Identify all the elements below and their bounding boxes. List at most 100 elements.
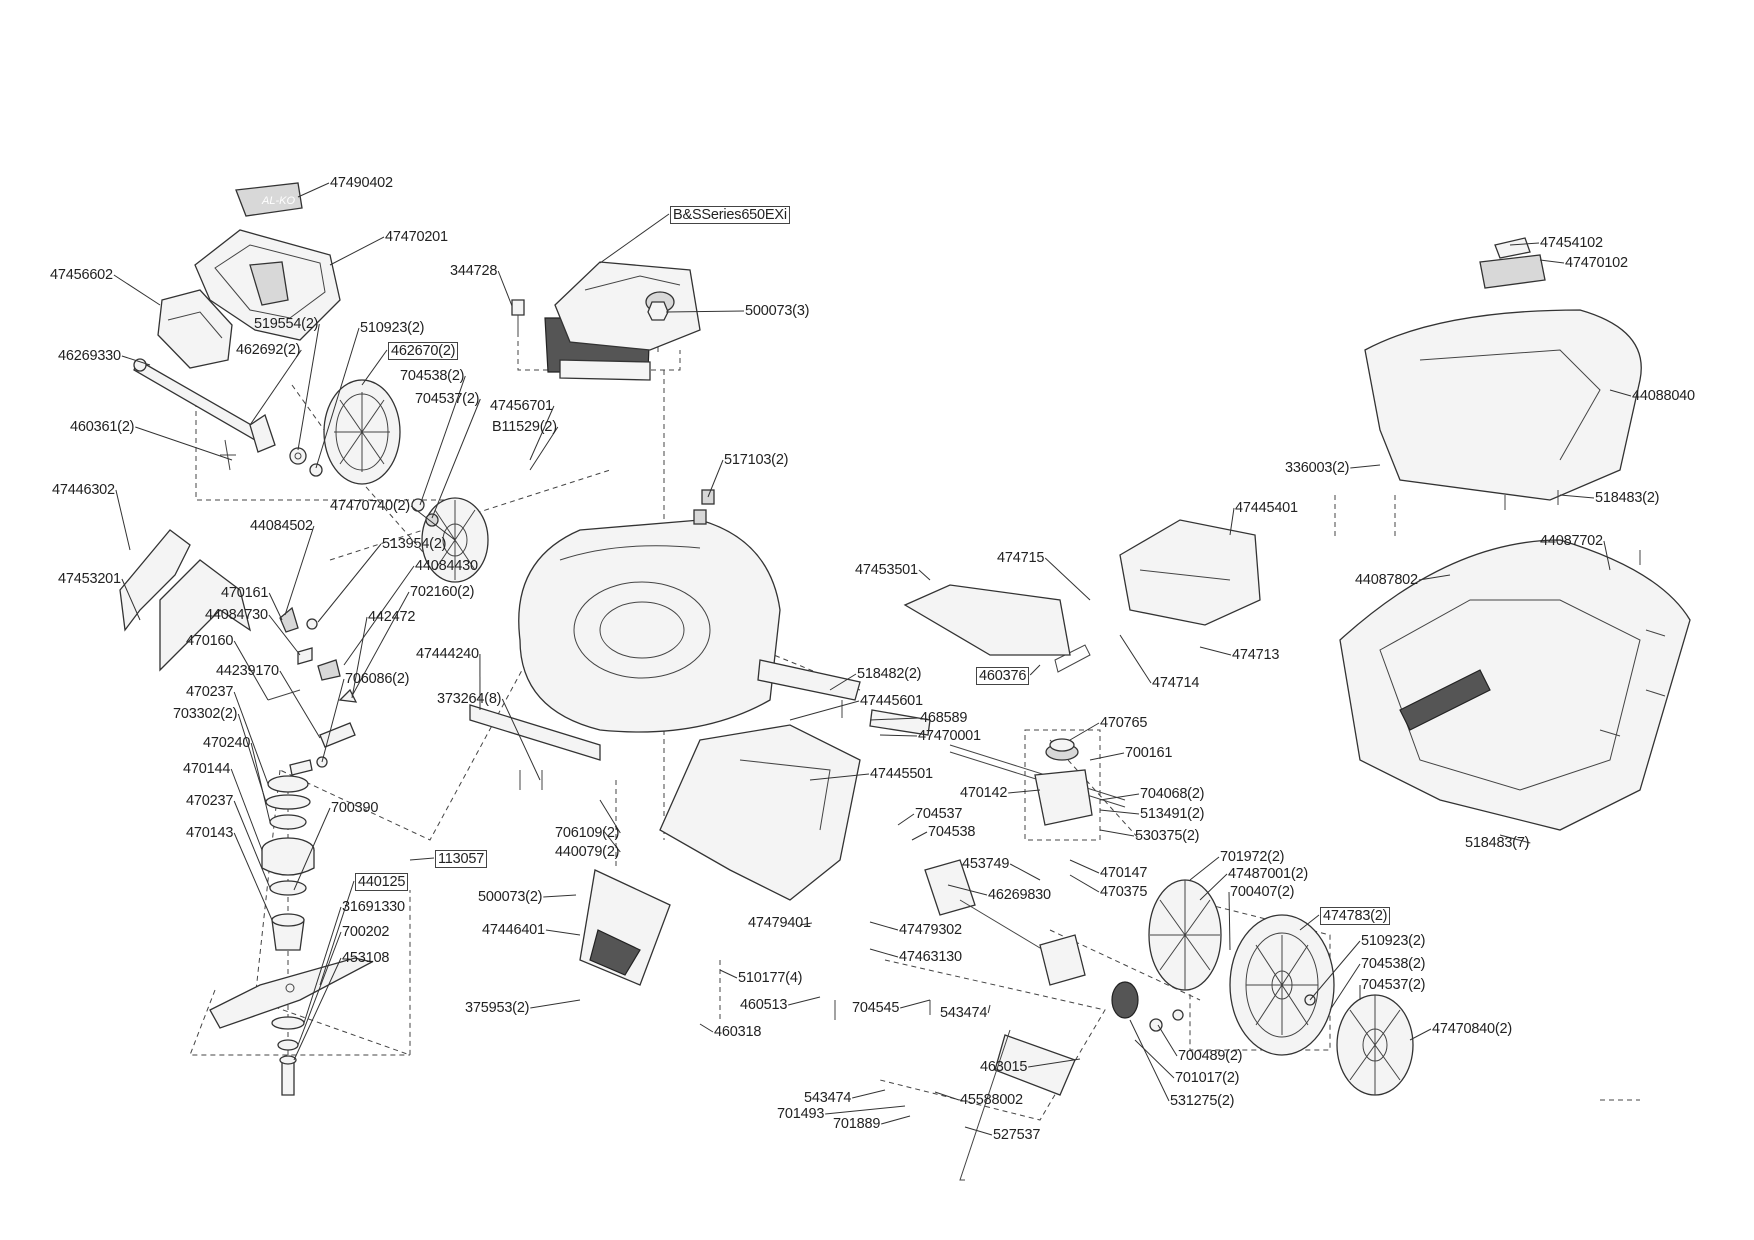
part-label-453108: 453108: [342, 950, 390, 966]
part-label-373264: 373264(8): [437, 691, 502, 707]
leader-line-44239170: [279, 670, 321, 739]
leader-line-373264: [501, 698, 541, 781]
part-label-510923a: 510923(2): [360, 320, 425, 336]
part-label-704537b: 704537: [915, 806, 963, 822]
leader-line-700407: [1228, 891, 1231, 951]
leader-line-517103: [707, 459, 724, 498]
part-label-442472: 442472: [368, 609, 416, 625]
part-label-531275: 531275(2): [1170, 1093, 1235, 1109]
leader-line-704538a: [419, 375, 466, 506]
rear-wheel: [1229, 914, 1335, 1056]
part-label-470375: 470375: [1100, 884, 1148, 900]
leader-line-510923b: [1309, 940, 1361, 1001]
leader-line-44087702: [1603, 540, 1611, 571]
leader-line-470765: [1069, 722, 1100, 741]
leader-line-530375: [1099, 829, 1135, 837]
part-label-113057: 113057: [435, 850, 488, 868]
part-label-500073b: 500073(2): [478, 889, 543, 905]
part-label-44239170: 44239170: [216, 663, 279, 679]
leader-line-701493: [825, 1105, 906, 1115]
leader-line-500073b: [543, 894, 577, 898]
leader-line-462670: [361, 349, 388, 386]
part-label-513954: 513954(2): [382, 536, 447, 552]
leader-line-47445501: [809, 773, 870, 781]
part-label-700161: 700161: [1125, 745, 1173, 761]
part-label-468589: 468589: [920, 710, 968, 726]
leader-line-47456602: [113, 274, 161, 306]
leader-line-518483a: [1559, 494, 1595, 499]
part-label-47470201: 47470201: [385, 229, 448, 245]
part-label-518483a: 518483(2): [1595, 490, 1660, 506]
part-label-470144: 470144: [183, 761, 231, 777]
leader-line-47453501: [918, 569, 931, 581]
part-label-704537a: 704537(2): [415, 391, 480, 407]
leader-line-375953: [530, 999, 581, 1009]
leader-line-500073a: [665, 310, 745, 313]
part-label-543474a: 543474: [940, 1005, 988, 1021]
part-label-543474b: 543474: [804, 1090, 852, 1106]
mower-blade: [209, 957, 374, 1029]
engine-nut: [647, 301, 669, 321]
part-label-47479401: 47479401: [748, 915, 811, 931]
leader-line-336003: [1350, 464, 1381, 469]
part-label-462670: 462670(2): [388, 342, 459, 360]
part-label-44088040: 44088040: [1632, 388, 1695, 404]
part-label-47487001: 47487001(2): [1228, 866, 1309, 882]
leader-line-474713: [1199, 646, 1232, 656]
part-label-700489: 700489(2): [1178, 1048, 1243, 1064]
leader-line-460513: [788, 996, 821, 1006]
leader-line-344728: [497, 270, 513, 307]
grass-bag-frame: [1364, 309, 1642, 501]
leader-line-460361: [135, 426, 233, 461]
leader-line-513954: [317, 543, 382, 623]
part-label-460376: 460376: [976, 667, 1030, 685]
part-label-31691330: 31691330: [342, 899, 405, 915]
part-label-47453501: 47453501: [855, 562, 918, 578]
front-hood-part: [157, 289, 233, 369]
part-label-47444240: 47444240: [416, 646, 479, 662]
leader-line-700202: [297, 931, 342, 1046]
leader-line-470237a: [233, 691, 269, 785]
part-label-46269830: 46269830: [988, 887, 1051, 903]
leader-line-47470001: [879, 734, 918, 737]
part-label-462692: 462692(2): [236, 342, 301, 358]
part-label-453749: 453749: [962, 856, 1010, 872]
part-label-470160: 470160: [186, 633, 234, 649]
part-label-44087802: 44087802: [1355, 572, 1418, 588]
part-label-704538b: 704538: [928, 824, 976, 840]
part-label-702160: 702160(2): [410, 584, 475, 600]
leader-line-701972: [1189, 856, 1220, 881]
mulch-insert: [579, 869, 671, 986]
part-label-704538a: 704538(2): [400, 368, 465, 384]
grass-bag-handle: [1479, 237, 1546, 289]
part-label-47470840: 47470840(2): [1432, 1021, 1513, 1037]
leader-line-47445601: [789, 700, 860, 721]
part-label-470237b: 470237: [186, 793, 234, 809]
part-label-530375: 530375(2): [1135, 828, 1200, 844]
leader-line-543474a: [987, 1004, 991, 1014]
part-label-47456701: 47456701: [490, 398, 553, 414]
part-label-704537c: 704537(2): [1361, 977, 1426, 993]
part-label-470237a: 470237: [186, 684, 234, 700]
part-label-460361: 460361(2): [70, 419, 135, 435]
leader-line-44088040: [1609, 389, 1632, 397]
leader-line-706086: [321, 678, 345, 763]
part-label-513491: 513491(2): [1140, 806, 1205, 822]
leader-line-460376: [1029, 664, 1041, 676]
front-wheel-left: [323, 379, 401, 485]
leader-line-470142: [1008, 789, 1041, 794]
top-cover-part: [194, 229, 341, 341]
leader-line-702160: [351, 591, 410, 697]
grass-bag: [1339, 539, 1691, 831]
mower-deck: [469, 519, 781, 761]
leader-line-47470740: [410, 505, 456, 541]
discharge-chute: [903, 584, 1071, 656]
part-label-701017: 701017(2): [1175, 1070, 1240, 1086]
leader-line-46269830: [947, 884, 988, 896]
part-label-46269330: 46269330: [58, 348, 121, 364]
rear-flap: [757, 659, 861, 701]
leader-line-470161: [268, 592, 283, 621]
part-label-47445401: 47445401: [1235, 500, 1298, 516]
gearbox: [1034, 738, 1093, 826]
